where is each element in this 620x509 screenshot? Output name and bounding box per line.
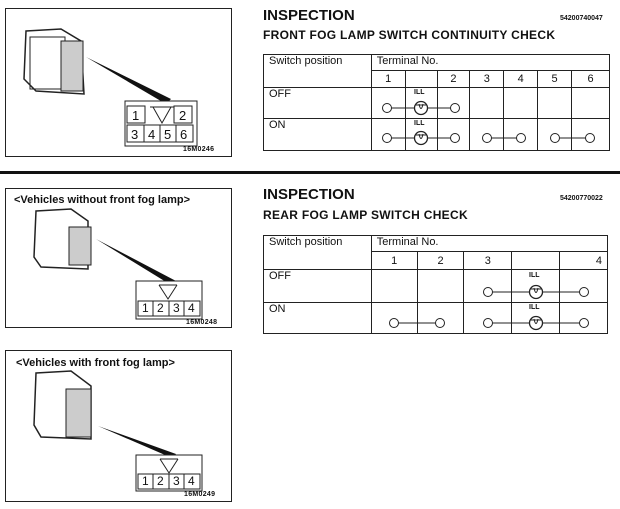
- connector-figure-rear-without-front-fog: <Vehicles without front fog lamp> 1 2 3 …: [5, 188, 232, 328]
- terminal-label: 3: [173, 474, 180, 488]
- row-position-off: OFF: [263, 87, 372, 119]
- terminal-label: 2: [179, 108, 187, 123]
- row-position-off: OFF: [263, 269, 372, 303]
- terminal-label: 1: [142, 301, 149, 315]
- header-switch-position: Switch position: [263, 54, 372, 88]
- terminal-label: 2: [157, 474, 164, 488]
- section-title: REAR FOG LAMP SWITCH CHECK: [263, 208, 468, 222]
- figure-code: 16M0249: [184, 491, 216, 498]
- ill-label: ILL: [529, 304, 540, 311]
- switch-connector-illustration: [23, 28, 198, 147]
- header-switch-position: Switch position: [263, 235, 372, 270]
- connector-figure-front: 1 2 3 4 5 6 16M0246: [5, 8, 232, 157]
- terminal-header: 4: [503, 70, 539, 88]
- terminal-header: [404, 70, 438, 88]
- terminal-header: 3: [463, 251, 513, 270]
- terminal-header: 2: [436, 70, 471, 88]
- terminal-label: 3: [173, 301, 180, 315]
- connector-figure-rear-with-front-fog: <Vehicles with front fog lamp> 1 2 3 4 1…: [5, 350, 232, 502]
- terminal-label: 1: [132, 108, 140, 123]
- section-heading: INSPECTION: [263, 7, 355, 24]
- section-code: 54200770022: [560, 195, 603, 202]
- ill-label: ILL: [414, 120, 425, 127]
- terminal-label: 2: [157, 301, 164, 315]
- figure-caption: <Vehicles without front fog lamp>: [14, 194, 191, 206]
- section-code: 54200740047: [560, 15, 603, 22]
- row-position-on: ON: [263, 118, 372, 151]
- terminal-header: 1: [370, 251, 418, 270]
- ill-label: ILL: [529, 272, 540, 279]
- figure-caption: <Vehicles with front fog lamp>: [16, 357, 175, 369]
- terminal-label: 1: [142, 474, 149, 488]
- terminal-label: 6: [180, 127, 188, 142]
- terminal-label: 4: [188, 474, 195, 488]
- switch-connector-illustration: [33, 208, 203, 320]
- figure-code: 16M0248: [186, 319, 218, 326]
- section-title: FRONT FOG LAMP SWITCH CONTINUITY CHECK: [263, 28, 556, 42]
- header-terminal-no: Terminal No.: [370, 235, 609, 252]
- terminal-header: [511, 251, 561, 270]
- terminal-label: 4: [188, 301, 195, 315]
- ill-label: ILL: [414, 89, 425, 96]
- row-position-on: ON: [263, 302, 372, 334]
- section-divider: [0, 171, 620, 174]
- header-terminal-no: Terminal No.: [370, 54, 611, 71]
- figure-code: 16M0246: [183, 146, 215, 153]
- terminal-label: 5: [164, 127, 172, 142]
- terminal-header: 3: [469, 70, 505, 88]
- terminal-label: 4: [148, 127, 156, 142]
- terminal-header: 2: [416, 251, 465, 270]
- terminal-header: 4: [559, 251, 608, 270]
- terminal-header: 6: [571, 70, 610, 88]
- terminal-header: 5: [537, 70, 573, 88]
- section-heading: INSPECTION: [263, 186, 355, 203]
- terminal-label: 3: [131, 127, 139, 142]
- terminal-header: 1: [370, 70, 406, 88]
- switch-connector-illustration: [33, 370, 203, 492]
